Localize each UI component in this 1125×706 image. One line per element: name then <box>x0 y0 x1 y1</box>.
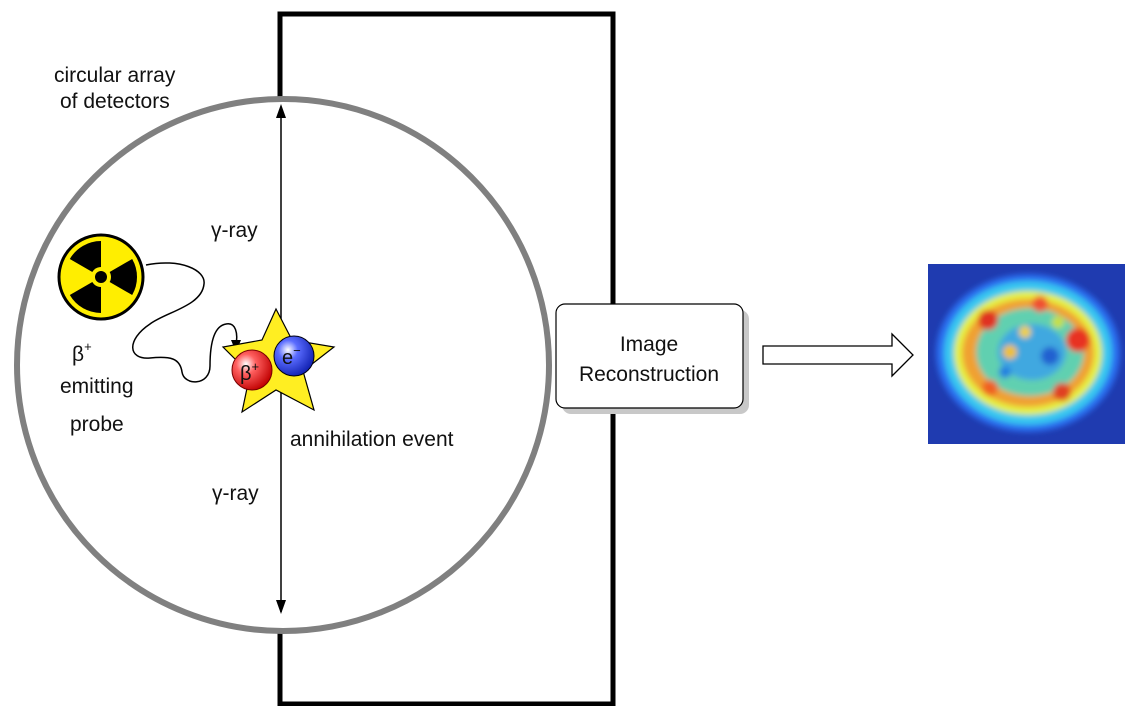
reconstruction-label-line2: Reconstruction <box>579 363 719 386</box>
positron-particle <box>231 349 273 391</box>
gamma-ray-label-top: γ-ray <box>211 219 258 242</box>
probe-label-emitting: emitting <box>60 375 134 398</box>
output-arrow-icon <box>762 332 914 378</box>
electron-label: e− <box>282 343 301 369</box>
probe-wavy-path <box>132 262 238 383</box>
radiation-icon <box>57 233 145 321</box>
probe-label-probe: probe <box>70 413 124 436</box>
detectors-label-line1: circular array <box>54 64 176 87</box>
reconstruction-box <box>555 303 744 409</box>
detector-ring <box>14 96 552 634</box>
reconstruction-label-line1: Image <box>620 333 678 356</box>
gamma-arrowhead-bottom <box>276 600 286 614</box>
positron-label: β+ <box>240 359 259 385</box>
gamma-arrowhead-top <box>276 104 286 118</box>
detectors-label-line2: of detectors <box>60 90 170 113</box>
probe-label-beta: β+ <box>72 339 92 366</box>
annihilation-label: annihilation event <box>290 428 454 451</box>
electron-particle <box>273 335 315 377</box>
gamma-ray-label-bottom: γ-ray <box>212 482 259 505</box>
pet-scan-image <box>928 264 1125 444</box>
